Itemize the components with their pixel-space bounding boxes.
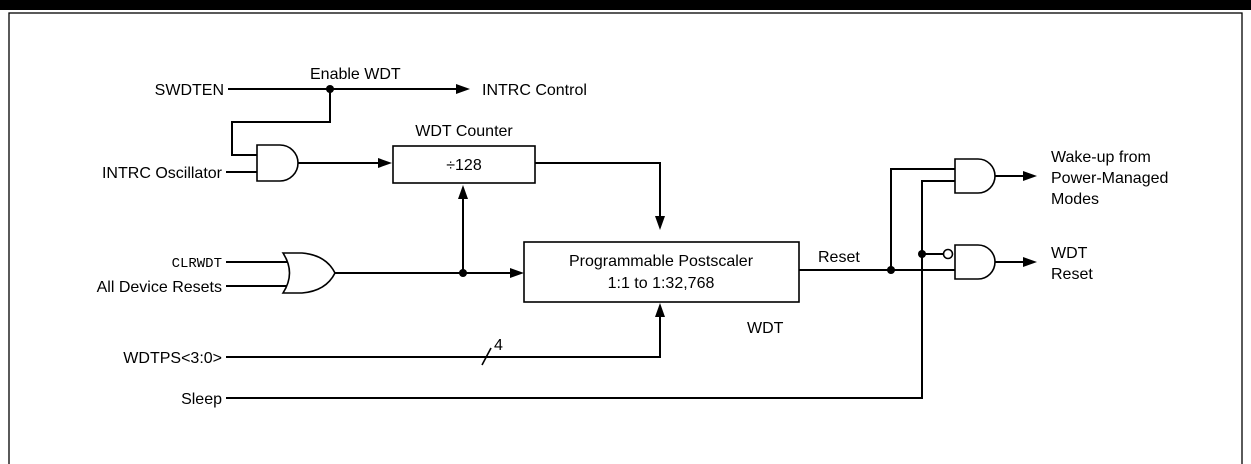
bus-width-slash — [481, 347, 492, 366]
all-device-resets-label: All Device Resets — [97, 279, 222, 296]
wdt-reset-label-line1: WDT — [1051, 245, 1088, 262]
postscaler-left-arrow — [510, 268, 524, 278]
wakeup-output-arrow — [1023, 171, 1037, 181]
intrc-oscillator-label: INTRC Oscillator — [102, 165, 223, 182]
wdt-label: WDT — [747, 320, 784, 337]
and-gate-oscillator — [256, 144, 299, 182]
wdtps-label: WDTPS<3:0> — [123, 350, 222, 367]
divider-block — [392, 145, 536, 184]
or-gate-resets — [281, 252, 336, 294]
intrc-control-arrow — [456, 84, 470, 94]
clrwdt-label: CLRWDT — [172, 256, 222, 272]
postscaler-top-arrow — [655, 216, 665, 230]
figure-frame — [8, 12, 1243, 464]
bus-width-label: 4 — [494, 337, 503, 354]
counter-to-postscaler-wire — [535, 162, 661, 218]
wdt-reset-label-line2: Reset — [1051, 266, 1093, 283]
sleep-label: Sleep — [181, 391, 222, 408]
and-gate-wdt-reset — [954, 244, 996, 280]
swdten-label: SWDTEN — [155, 82, 224, 99]
postscaler-label-line2: 1:1 to 1:32,768 — [608, 275, 715, 292]
wakeup-label-line1: Wake-up from — [1051, 149, 1151, 166]
and-gate-wakeup — [954, 158, 996, 194]
reset-label: Reset — [818, 249, 860, 266]
enable-wdt-label: Enable WDT — [310, 66, 401, 83]
wdt-reset-output-arrow — [1023, 257, 1037, 267]
counter-input-arrow — [378, 158, 392, 168]
wdt-counter-label: WDT Counter — [415, 123, 513, 140]
postscaler-block — [523, 241, 800, 303]
inverter-bubble — [942, 248, 954, 260]
sleep-wire — [226, 180, 955, 399]
divider-label: ÷128 — [446, 157, 482, 174]
wakeup-label-line2: Power-Managed — [1051, 170, 1168, 187]
postscaler-bottom-arrow — [655, 303, 665, 317]
wakeup-label-line3: Modes — [1051, 191, 1099, 208]
postscaler-label-line1: Programmable Postscaler — [569, 253, 754, 270]
figure-title-bar — [0, 0, 1251, 10]
reset-to-wakeup-wire — [890, 168, 955, 270]
enable-wdt-wire — [231, 89, 331, 156]
wdtps-bus-wire — [226, 315, 661, 358]
intrc-control-label: INTRC Control — [482, 82, 587, 99]
counter-reset-arrow — [458, 185, 468, 199]
